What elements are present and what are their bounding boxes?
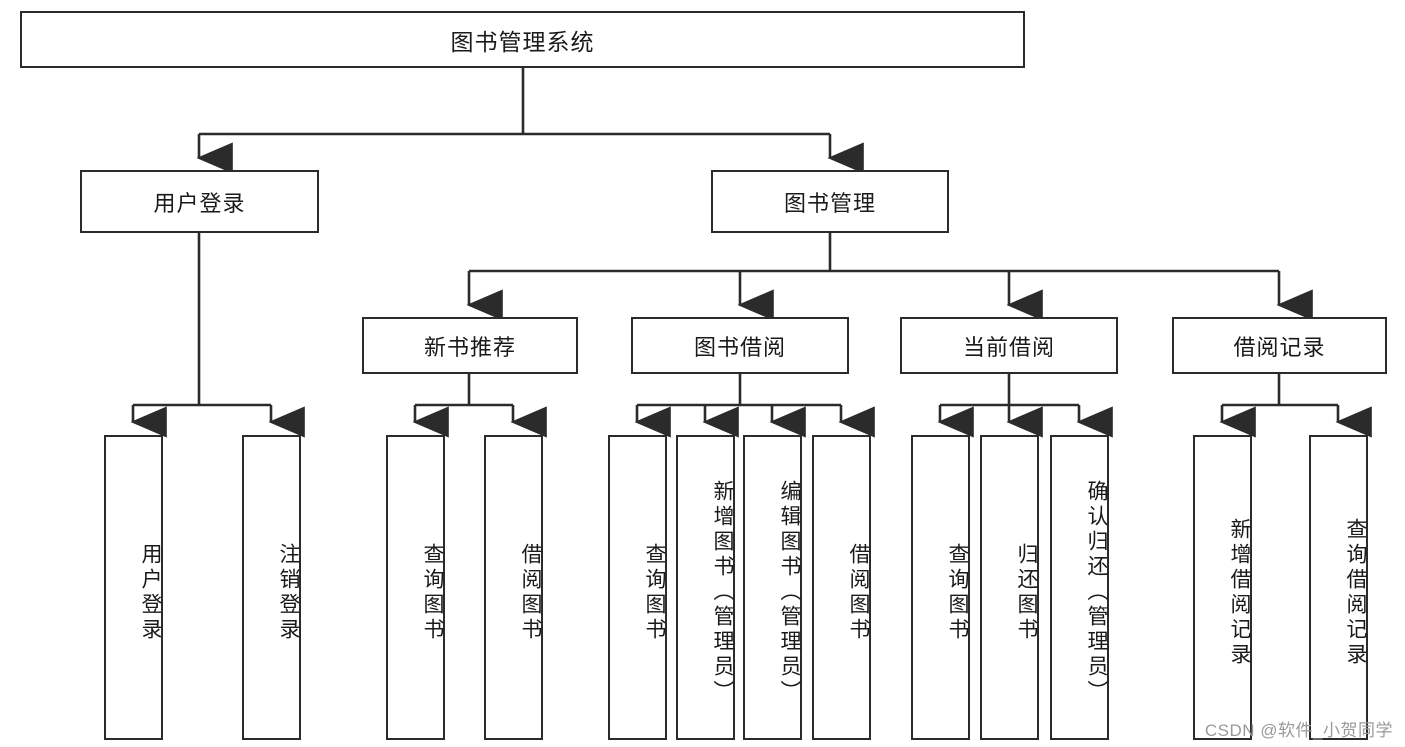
node-current-borrow-label: 当前借阅 [962,334,1055,360]
node-leaf-user-logout[interactable]: 注销登录 [242,435,301,740]
node-leaf-borrow-book-2-label: 借阅图书 [847,542,870,643]
node-leaf-user-login-label: 用户登录 [139,542,162,643]
node-book-borrow[interactable]: 图书借阅 [631,317,849,374]
node-borrow-record-label: 借阅记录 [1233,334,1326,360]
node-borrow-record[interactable]: 借阅记录 [1172,317,1387,374]
node-user-login-label: 用户登录 [153,190,246,216]
node-leaf-edit-book[interactable]: 编辑图书（管理员） [743,435,802,740]
node-leaf-query-book-3-label: 查询图书 [946,542,969,643]
node-current-borrow[interactable]: 当前借阅 [900,317,1118,374]
node-leaf-add-book-label: 新增图书（管理员） [711,480,734,705]
node-user-login[interactable]: 用户登录 [80,170,319,233]
node-book-management[interactable]: 图书管理 [711,170,949,233]
node-root[interactable]: 图书管理系统 [20,11,1025,68]
node-leaf-query-book-1-label: 查询图书 [421,542,444,643]
node-leaf-user-login[interactable]: 用户登录 [104,435,163,740]
node-leaf-query-record[interactable]: 查询借阅记录 [1309,435,1368,740]
node-leaf-add-record[interactable]: 新增借阅记录 [1193,435,1252,740]
node-book-borrow-label: 图书借阅 [693,334,786,360]
node-leaf-return-book[interactable]: 归还图书 [980,435,1039,740]
node-leaf-return-book-label: 归还图书 [1015,542,1038,643]
node-leaf-query-book-1[interactable]: 查询图书 [386,435,445,740]
node-leaf-query-record-label: 查询借阅记录 [1344,517,1367,668]
node-leaf-user-logout-label: 注销登录 [277,542,300,643]
node-leaf-confirm-return-label: 确认归还（管理员） [1085,480,1108,705]
node-leaf-query-book-3[interactable]: 查询图书 [911,435,970,740]
node-leaf-confirm-return[interactable]: 确认归还（管理员） [1050,435,1109,740]
node-root-label: 图书管理系统 [450,28,595,55]
node-book-management-label: 图书管理 [783,190,876,216]
node-leaf-borrow-book-1[interactable]: 借阅图书 [484,435,543,740]
node-leaf-borrow-book-1-label: 借阅图书 [519,542,542,643]
node-leaf-add-book[interactable]: 新增图书（管理员） [676,435,735,740]
node-leaf-add-record-label: 新增借阅记录 [1228,517,1251,668]
watermark: CSDN @软件_小贺同学 [1204,721,1393,740]
node-new-book-recommend-label: 新书推荐 [423,334,516,360]
node-leaf-borrow-book-2[interactable]: 借阅图书 [812,435,871,740]
node-leaf-query-book-2-label: 查询图书 [643,542,666,643]
node-leaf-edit-book-label: 编辑图书（管理员） [778,480,801,705]
node-new-book-recommend[interactable]: 新书推荐 [362,317,578,374]
node-leaf-query-book-2[interactable]: 查询图书 [608,435,667,740]
